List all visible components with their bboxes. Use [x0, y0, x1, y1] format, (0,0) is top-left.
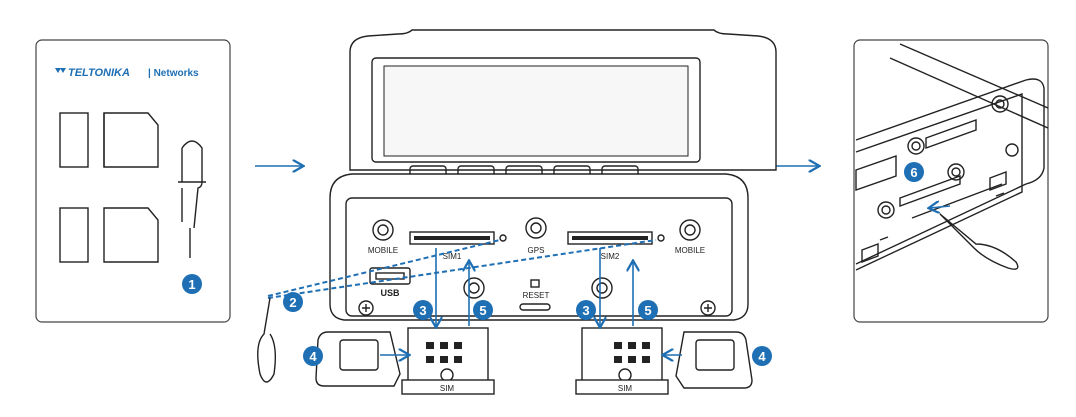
sim-eject-pin-icon	[178, 140, 206, 258]
step-5-badge-left: 5	[473, 300, 493, 320]
step-6-badge: 6	[904, 162, 924, 182]
closeup-panel: 6	[853, 39, 1049, 323]
step-4-badge-left: 4	[303, 346, 323, 366]
step-3-badge-left: 3	[413, 300, 433, 320]
svg-text:4: 4	[758, 349, 766, 364]
mobile-connector-right: MOBILE	[675, 219, 705, 255]
sim-tray-right: SIM	[575, 327, 753, 395]
svg-text:RESET: RESET	[523, 291, 550, 300]
svg-text:4: 4	[309, 349, 317, 364]
teltonika-logo: TELTONIKA | Networks	[55, 67, 199, 79]
svg-text:2: 2	[289, 295, 296, 310]
svg-text:SIM: SIM	[618, 384, 633, 393]
svg-text:USB: USB	[380, 288, 400, 298]
usb-port: USB	[369, 267, 411, 298]
router-front-view: MOBILE GPS MOBILE SIM1 SIM2 USB	[329, 29, 777, 321]
sim-card-panel: TELTONIKA | Networks 1	[35, 39, 231, 323]
step-1-badge: 1	[182, 274, 202, 294]
sim-card-icon	[59, 112, 159, 263]
svg-text:MOBILE: MOBILE	[368, 246, 398, 255]
svg-text:3: 3	[419, 303, 426, 318]
svg-text:GPS: GPS	[528, 246, 545, 255]
brand-name: TELTONIKA	[68, 67, 130, 79]
reset-button: RESET	[519, 279, 551, 311]
sim-tray-left: SIM	[315, 327, 495, 395]
svg-text:SIM2: SIM2	[601, 252, 620, 261]
svg-text:3: 3	[582, 303, 589, 318]
gps-connector: GPS	[525, 217, 547, 255]
step-5-badge-right: 5	[638, 300, 658, 320]
svg-text:6: 6	[910, 165, 917, 180]
eject-pin-icon	[257, 297, 277, 383]
pin-guide-sim2	[267, 239, 657, 299]
sim2-slot: SIM2	[567, 231, 665, 261]
step-4-badge-right: 4	[752, 346, 772, 366]
svg-text:MOBILE: MOBILE	[675, 246, 705, 255]
closeup-eject-pin-icon	[939, 213, 1019, 270]
arrow-step6	[930, 206, 951, 208]
svg-text:5: 5	[644, 303, 651, 318]
step-2-badge: 2	[283, 292, 303, 312]
mobile-connector-left: MOBILE	[368, 219, 398, 255]
brand-suffix: | Networks	[148, 68, 199, 79]
svg-text:SIM: SIM	[440, 384, 455, 393]
sim1-slot: SIM1	[409, 231, 507, 261]
svg-text:1: 1	[188, 277, 195, 292]
svg-text:5: 5	[479, 303, 486, 318]
step-3-badge-right: 3	[576, 300, 596, 320]
svg-text:SIM1: SIM1	[443, 252, 462, 261]
